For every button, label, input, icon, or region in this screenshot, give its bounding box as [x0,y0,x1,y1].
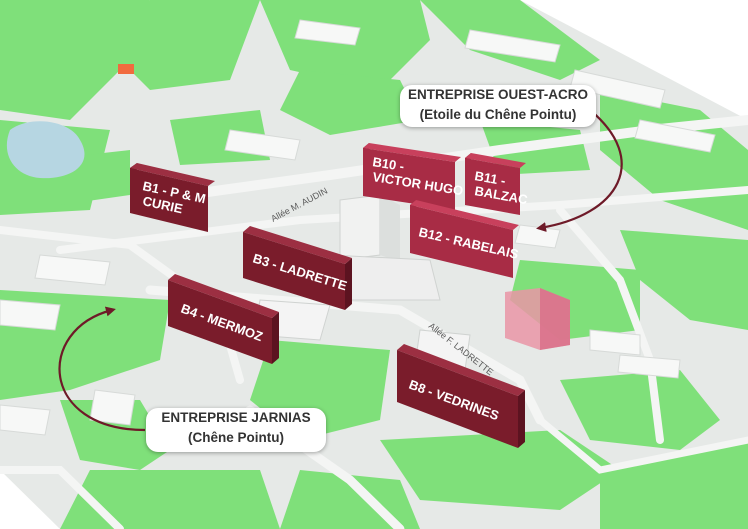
building-b12-front [410,205,513,278]
building-b10-top [363,143,461,162]
building-b11-front [465,158,520,215]
callout-ouest-subtitle: (Etoile du Chêne Pointu) [419,107,577,122]
building-b11: B11 -BALZAC [465,153,529,215]
building-b8-top [397,344,525,396]
building-b3-top [243,226,352,264]
building-b10: B10 -VICTOR HUGO [363,143,464,210]
building-b3-front [243,232,345,310]
arrow-to-jarnias-buildings [58,306,146,432]
building-b12-top [410,200,519,230]
arrow-to-ouest-buildings [536,109,623,232]
building-b1-front [130,168,208,232]
callout-ouest-title: ENTREPRISE OUEST-ACRO [407,87,589,102]
building-b4-side [272,312,279,364]
building-b10-label: B10 - [372,154,406,174]
callout-jarnias-subtitle: (Chêne Pointu) [188,430,284,445]
building-b11-label: B11 - [473,168,506,188]
building-b8-side [518,390,525,448]
building-b8-front [397,350,518,448]
building-b4-front [168,280,272,364]
callout-jarnias: ENTREPRISE JARNIAS (Chêne Pointu) [146,408,326,452]
callout-jarnias-title: ENTREPRISE JARNIAS [161,410,311,425]
pond [6,121,85,179]
building-b4-top [168,274,279,318]
building-b3-side [345,258,352,310]
building-b10-front [363,148,455,210]
pink-block [505,288,570,350]
building-b12: B12 - RABELAIS [410,200,520,278]
building-b1-top [130,163,215,186]
callout-ouest-acro: ENTREPRISE OUEST-ACRO (Etoile du Chêne P… [400,85,596,127]
building-b4: B4 - MERMOZ [168,274,279,364]
orange-court [118,64,134,74]
building-b11-top [465,153,526,168]
